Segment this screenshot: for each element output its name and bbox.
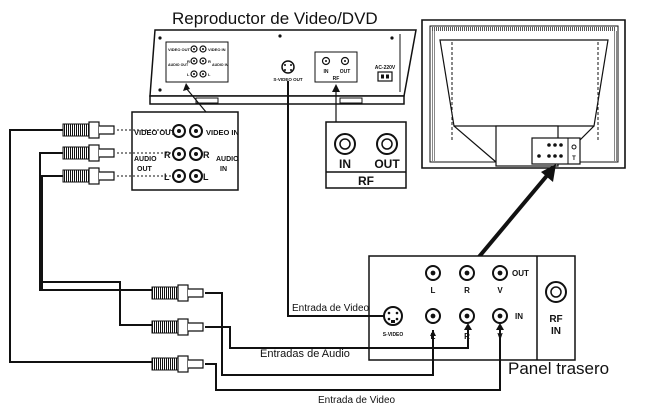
player-ac-label: AC-220V: [375, 65, 396, 71]
dvd-player: VIDEO OUT VIDEO IN R R L L AUDIO OUT AUD…: [149, 29, 417, 105]
zoom-audio-in-label: AUDIO: [216, 156, 239, 163]
rf-zoom-rf-label: RF: [358, 174, 374, 188]
zoom-r2-label: R: [203, 150, 210, 160]
rf-zoom: IN OUT RF: [325, 84, 407, 189]
player-l2-label: L: [208, 72, 211, 77]
player-l-label: L: [187, 72, 190, 77]
rf-zoom-in-label: IN: [339, 157, 351, 171]
panel-rf-in-label: IN: [551, 326, 561, 337]
player-rf-out-label: OUT: [340, 69, 351, 75]
television: T: [421, 19, 626, 169]
diagram-title: Reproductor de Video/DVD: [172, 9, 378, 28]
player-rf-in-label: IN: [324, 69, 329, 75]
player-r2-label: R: [208, 59, 211, 64]
player-ac-socket: AC-220V: [375, 65, 396, 82]
player-av-jacks: VIDEO OUT VIDEO IN R R L L AUDIO OUT AUD…: [165, 41, 229, 83]
av-jack-zoom: VIDEO OUT VIDEO IN R R L L AUDIO OUT AUD…: [117, 83, 239, 191]
player-rf-jacks: IN OUT RF: [314, 51, 358, 83]
panel-out-v-label: V: [497, 286, 503, 295]
zoom-l-label: L: [164, 172, 170, 182]
label-entrada-video-svideo: Entrada de Video: [292, 303, 370, 314]
rca-plugs-bottom: [151, 284, 204, 373]
label-entradas-audio: Entradas de Audio: [260, 348, 350, 360]
player-svideo-jack: S-VIDEO OUT: [273, 60, 303, 82]
tv-rear-panel: L R V OUT L R V IN S-VIDEO RF IN: [368, 255, 576, 361]
zoom-video-in-label: VIDEO IN: [206, 128, 239, 137]
panel-out-r-label: R: [464, 286, 470, 295]
zoom-audio-in-label-2: IN: [220, 166, 227, 173]
panel-in-label: IN: [515, 312, 523, 321]
panel-out-label: OUT: [512, 269, 529, 278]
player-audio-out-label: AUDIO OUT: [168, 63, 189, 67]
panel-rf-label: RF: [549, 314, 562, 325]
panel-svideo-label: S-VIDEO: [383, 332, 404, 338]
label-entrada-video-composite: Entrada de Video: [318, 395, 396, 405]
zoom-video-out-label: VIDEO OUT: [134, 128, 176, 137]
zoom-r-label: R: [164, 150, 171, 160]
panel-to-tv-arrow: [476, 164, 556, 260]
player-rf-label: RF: [333, 76, 340, 82]
tv-t-label: T: [572, 156, 576, 162]
zoom-audio-out-label: AUDIO: [134, 156, 157, 163]
zoom-jacks: [172, 124, 203, 183]
player-r-label: R: [187, 59, 190, 64]
player-video-in-label: VIDEO IN: [208, 47, 226, 52]
player-audio-in-label: AUDIO IN: [212, 63, 229, 67]
rf-zoom-out-label: OUT: [374, 157, 400, 171]
rca-plugs-top: [62, 121, 115, 185]
zoom-audio-out-label-2: OUT: [137, 166, 153, 173]
label-panel-trasero: Panel trasero: [508, 359, 609, 378]
cables: [9, 81, 501, 391]
zoom-l2-label: L: [203, 172, 209, 182]
player-svideo-label: S-VIDEO OUT: [273, 77, 303, 82]
panel-out-l-label: L: [431, 286, 436, 295]
player-video-out-label: VIDEO OUT: [168, 47, 191, 52]
